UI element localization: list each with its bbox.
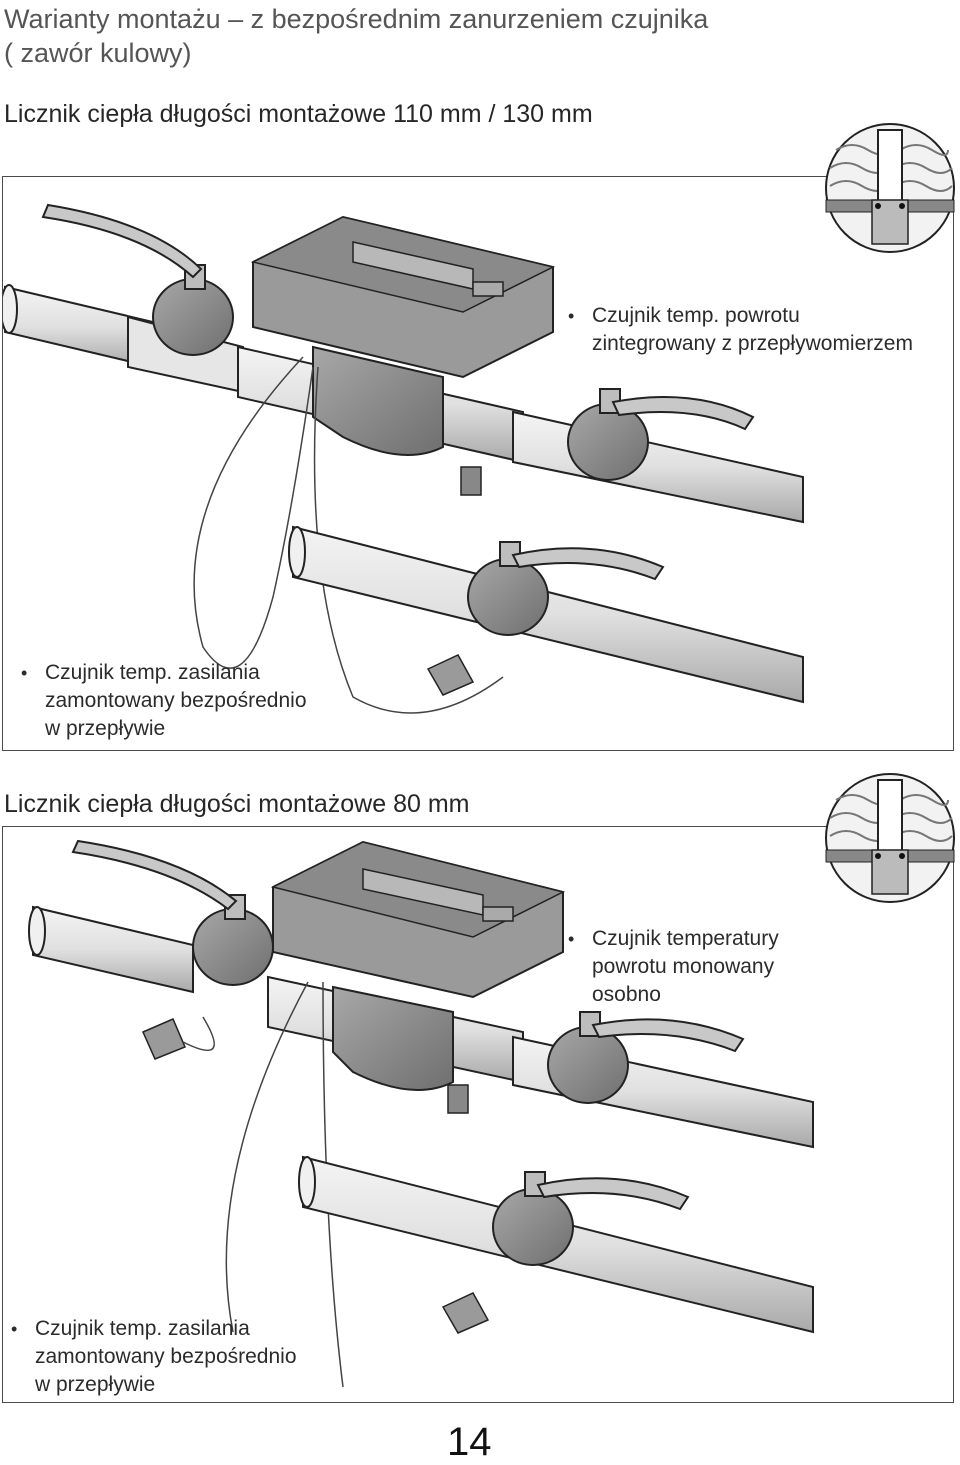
supply-pipe-left xyxy=(32,905,194,994)
label-line: w przepływie xyxy=(35,1373,156,1396)
heat-meter-installation-illustration-2 xyxy=(28,839,814,1388)
document-title: Warianty montażu – z bezpośrednim zanurz… xyxy=(4,2,708,70)
sensor-detail-inset-2 xyxy=(825,773,955,903)
ball-valve-left xyxy=(152,278,234,356)
label-line: powrotu monowany xyxy=(592,955,775,978)
ball-valve-lower xyxy=(467,558,549,636)
ball-valve-right xyxy=(567,403,649,481)
flow-meter-body xyxy=(332,985,454,1091)
bullet-icon: • xyxy=(568,929,575,949)
sensor-cable xyxy=(193,356,314,669)
label-line: zamontowany bezpośrednio xyxy=(35,1345,297,1368)
calculator-button xyxy=(482,906,514,922)
bullet-icon: • xyxy=(21,663,28,683)
section-1-diagram-frame: • Czujnik temp. powrotu zintegrowany z p… xyxy=(2,176,954,751)
ball-valve-lower xyxy=(492,1188,574,1266)
sensor-seal-tag xyxy=(460,466,482,496)
label-line: Czujnik temperatury xyxy=(592,927,779,950)
label-line: osobno xyxy=(592,983,661,1006)
return-sensor-label-1: • Czujnik temp. powrotu zintegrowany z p… xyxy=(568,302,913,358)
title-line-1: Warianty montażu – z bezpośrednim zanurz… xyxy=(4,4,709,34)
section-2-diagram-frame: • Czujnik temperatury powrotu monowany o… xyxy=(2,826,954,1403)
page-number: 14 xyxy=(447,1420,492,1464)
return-sensor-label-2: • Czujnik temperatury powrotu monowany o… xyxy=(568,925,779,1009)
supply-sensor-wing xyxy=(426,654,475,696)
ball-valve-right xyxy=(547,1026,629,1104)
label-line: Czujnik temp. zasilania xyxy=(45,661,260,684)
label-line: zintegrowany z przepływomierzem xyxy=(592,332,913,355)
ball-valve-left xyxy=(192,908,274,986)
supply-sensor-wing xyxy=(142,1018,186,1060)
section-2-heading: Licznik ciepła długości montażowe 80 mm xyxy=(4,790,470,818)
label-line: Czujnik temp. zasilania xyxy=(35,1317,250,1340)
label-line: w przepływie xyxy=(45,717,166,740)
sensor-detail-inset-1 xyxy=(825,123,955,253)
flow-meter-body xyxy=(312,345,444,456)
valve-handle-left xyxy=(41,203,203,279)
supply-sensor-label-2: • Czujnik temp. zasilania zamontowany be… xyxy=(11,1315,297,1399)
sensor-seal-tag xyxy=(447,1084,469,1114)
label-line: zamontowany bezpośrednio xyxy=(45,689,307,712)
calculator-button xyxy=(472,281,504,297)
valve-handle-left xyxy=(71,839,238,911)
bullet-icon: • xyxy=(11,1319,18,1339)
bullet-icon: • xyxy=(568,306,575,326)
heat-meter-installation-illustration-1 xyxy=(3,203,804,714)
supply-sensor-label-1: • Czujnik temp. zasilania zamontowany be… xyxy=(21,659,307,743)
label-line: Czujnik temp. powrotu xyxy=(592,304,800,327)
return-pipe-right xyxy=(512,410,804,524)
title-line-2: ( zawór kulowy) xyxy=(4,38,192,68)
section-1-heading: Licznik ciepła długości montażowe 110 mm… xyxy=(4,100,593,128)
